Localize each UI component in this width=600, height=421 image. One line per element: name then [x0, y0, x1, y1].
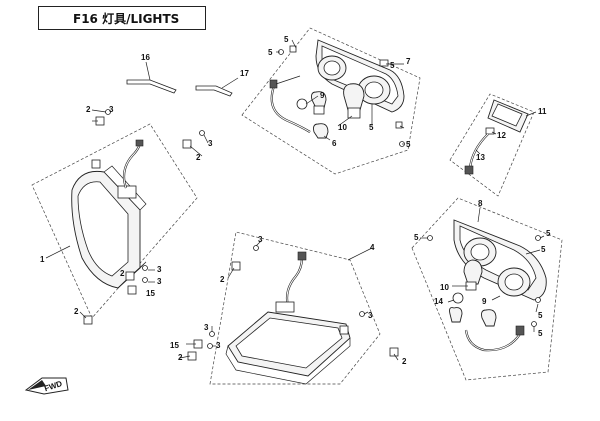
- callout-9: 9: [320, 91, 325, 100]
- callout-3: 3: [157, 265, 162, 274]
- lower-rear-light-assembly: [411, 197, 563, 381]
- callout-8: 8: [478, 199, 483, 208]
- diagram-title: F16 灯具/LIGHTS: [38, 6, 206, 30]
- leader-lines-upper-rear: [275, 39, 405, 145]
- callout-3: 3: [258, 235, 263, 244]
- callout-12: 12: [497, 131, 506, 140]
- callout-3: 3: [216, 341, 221, 350]
- callout-2: 2: [220, 275, 225, 284]
- callout-2: 2: [86, 105, 91, 114]
- license-plate-light-assembly: [449, 93, 535, 197]
- leader-lines-lower-front: [179, 239, 399, 361]
- callout-15: 15: [170, 341, 179, 350]
- callout-2: 2: [178, 353, 183, 362]
- callout-14: 14: [434, 297, 443, 306]
- callout-5: 5: [541, 245, 546, 254]
- callout-7: 7: [406, 57, 411, 66]
- upper-rear-light-assembly: [241, 27, 421, 175]
- callout-2: 2: [196, 153, 201, 162]
- leader-lines-left: [45, 109, 209, 319]
- callout-2: 2: [120, 269, 125, 278]
- callout-3: 3: [204, 323, 209, 332]
- lower-front-light-assembly: [187, 231, 399, 385]
- callout-2: 2: [402, 357, 407, 366]
- callout-15: 15: [146, 289, 155, 298]
- callout-5: 5: [268, 48, 273, 57]
- forward-direction-arrow: FWD: [24, 377, 69, 395]
- callout-6: 6: [332, 139, 337, 148]
- leader-lines-lower-rear: [420, 207, 545, 332]
- callout-4: 4: [370, 243, 375, 252]
- callout-16: 16: [141, 53, 150, 62]
- callout-2: 2: [74, 307, 79, 316]
- callout-9: 9: [482, 297, 487, 306]
- callout-17: 17: [240, 69, 249, 78]
- callout-3: 3: [157, 277, 162, 286]
- callout-3: 3: [368, 311, 373, 320]
- callout-labels: 1 2 2 2 2 2 2 2 3 3 3 3 3 3 3 3 4 5 5 5 …: [40, 35, 551, 366]
- leader-lines-plate: [475, 111, 537, 155]
- bracket-bars: [126, 61, 239, 97]
- callout-5: 5: [284, 35, 289, 44]
- callout-5: 5: [546, 229, 551, 238]
- callout-10: 10: [338, 123, 347, 132]
- callout-5: 5: [406, 140, 411, 149]
- callout-11: 11: [538, 107, 547, 116]
- callout-5: 5: [538, 311, 543, 320]
- callout-5: 5: [538, 329, 543, 338]
- callout-1: 1: [40, 255, 45, 264]
- callout-13: 13: [476, 153, 485, 162]
- callout-3: 3: [208, 139, 213, 148]
- callout-3: 3: [109, 105, 114, 114]
- callout-5: 5: [414, 233, 419, 242]
- callout-10: 10: [440, 283, 449, 292]
- callout-5: 5: [390, 61, 395, 70]
- headlight-left-assembly: [31, 109, 205, 325]
- callout-5: 5: [369, 123, 374, 132]
